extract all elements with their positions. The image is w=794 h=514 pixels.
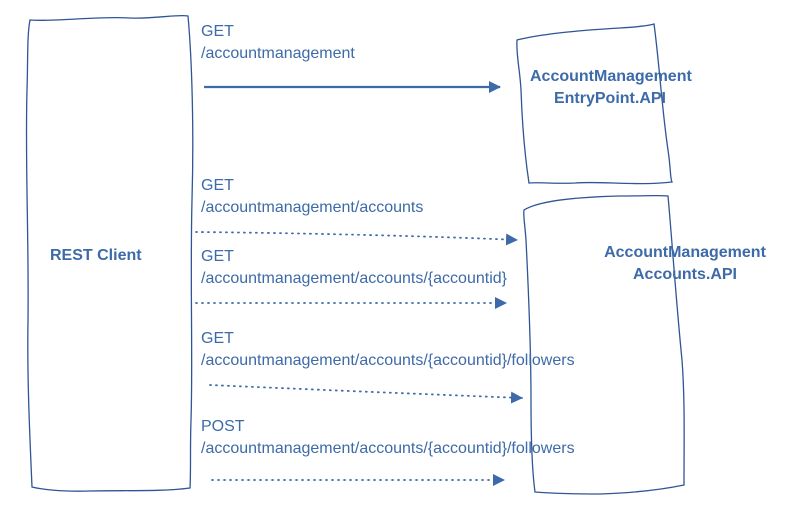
accounts-api-label-line1: AccountManagement (604, 244, 766, 261)
edge-method: POST (201, 418, 245, 435)
edge-label-5: POST /accountmanagement/accounts/{accoun… (201, 416, 575, 460)
rest-client-label: REST Client (50, 247, 142, 264)
edge-path: /accountmanagement/accounts/{accountid} (201, 270, 507, 287)
accounts-api-box[interactable] (523, 194, 685, 495)
edge-method: GET (201, 177, 234, 194)
accounts-api-label: AccountManagement Accounts.API (585, 242, 785, 286)
edge-label-2: GET /accountmanagement/accounts (201, 175, 423, 219)
rest-client-box[interactable] (25, 14, 194, 492)
accounts-api-label-line2: Accounts.API (632, 266, 737, 283)
edge-path: /accountmanagement/accounts/{accountid}/… (201, 352, 575, 369)
entrypoint-api-label-line2: EntryPoint.API (553, 90, 666, 107)
edge-label-4: GET /accountmanagement/accounts/{account… (201, 328, 575, 372)
edge-label-3: GET /accountmanagement/accounts/{account… (201, 246, 507, 290)
edge-path: /accountmanagement/accounts/{accountid}/… (201, 440, 575, 457)
edge-get-accounts-arrow (195, 231, 518, 246)
entrypoint-api-label: AccountManagement EntryPoint.API (530, 66, 692, 110)
entrypoint-api-box[interactable] (516, 23, 673, 185)
edge-path: /accountmanagement (201, 45, 355, 62)
edge-label-1: GET /accountmanagement (201, 21, 355, 65)
edge-path: /accountmanagement/accounts (201, 199, 424, 216)
edge-method: GET (201, 23, 234, 40)
edge-method: GET (201, 330, 234, 347)
edge-get-followers-arrow (209, 384, 523, 404)
entrypoint-api-label-line1: AccountManagement (530, 68, 692, 85)
edge-method: GET (201, 248, 234, 265)
